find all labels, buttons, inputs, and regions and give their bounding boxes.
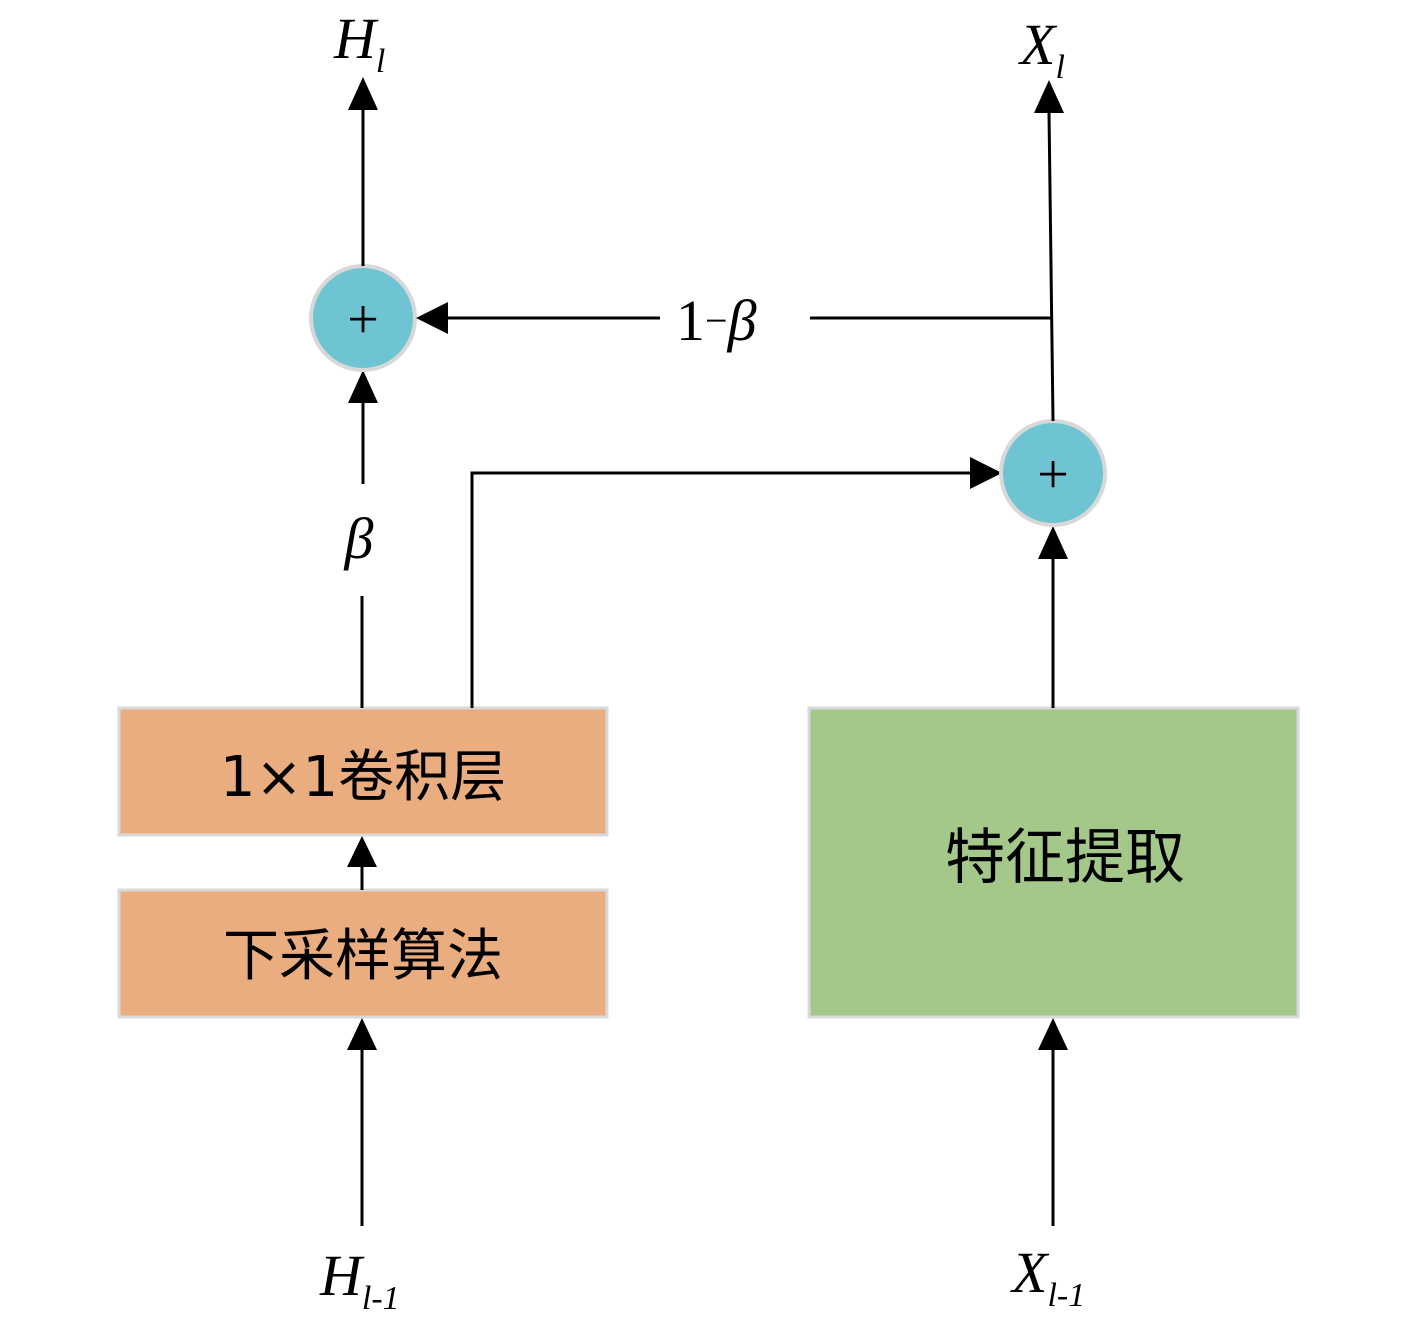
feature-box-label: 特征提取 [945,823,1185,893]
cross-weight-label: 1−β [676,288,757,353]
arrowhead-output-left [348,77,378,110]
feature-box [807,706,1300,1019]
arrow-output-right [1047,111,1055,422]
arrowhead-feature-to-adder [1038,526,1068,559]
arrowhead-downsample-to-conv [347,836,377,867]
output-right-sub: l [1055,49,1064,86]
input-left-main: H [319,1243,365,1308]
arrowhead-cross-to-left-adder [416,302,448,334]
input-right-label: Xl-1 [1010,1240,1085,1314]
arrowhead-conv-to-right-adder [970,457,1002,489]
output-right-main: X [1018,12,1058,77]
cross-weight-one: 1 [676,288,705,353]
input-left-label: Hl-1 [319,1243,400,1317]
output-left-sub: l [376,43,385,80]
arrowhead-input-right [1038,1018,1068,1050]
cross-weight-minus: − [705,298,728,343]
downsample-box [117,888,609,1019]
beta-weight-label: β [344,506,374,571]
output-left-main: H [333,6,379,71]
input-right-sub: l-1 [1047,1277,1085,1314]
input-right-main: X [1010,1240,1050,1305]
downsample-box-label: 下采样算法 [223,924,503,989]
conv-box-label: 1×1卷积层 [220,745,506,810]
arrowhead-output-right [1034,80,1064,113]
arrowhead-beta-to-adder [348,370,378,403]
line-conv-to-right-adder [470,471,972,708]
adder-right-symbol: + [1037,444,1069,506]
output-left-label: Hl [333,6,385,80]
arrowhead-input-left [347,1018,377,1050]
adder-left-symbol: + [347,289,379,351]
input-left-sub: l-1 [362,1280,400,1317]
cross-weight-beta: β [727,288,757,353]
output-right-label: Xl [1018,12,1065,86]
